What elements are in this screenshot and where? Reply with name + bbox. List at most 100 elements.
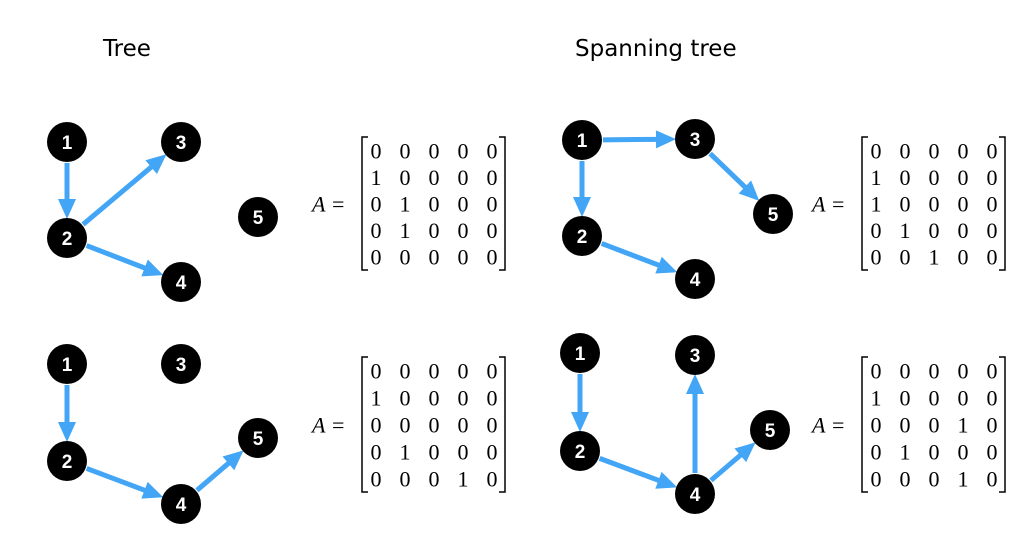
right-bracket bbox=[999, 356, 1006, 493]
edge-line bbox=[600, 241, 662, 269]
matrix-cell: 0 bbox=[871, 440, 882, 465]
matrix-cell: 0 bbox=[900, 138, 911, 163]
matrix-cell: 0 bbox=[958, 165, 969, 190]
matrix-cell: 0 bbox=[458, 245, 469, 270]
arrowhead-icon bbox=[58, 199, 76, 219]
arrowhead-icon bbox=[141, 481, 164, 499]
matrix-cell: 0 bbox=[429, 467, 440, 492]
node-circle bbox=[750, 410, 790, 450]
edge-1-2 bbox=[571, 374, 589, 432]
matrix-cell: 1 bbox=[871, 165, 882, 190]
node-circle bbox=[161, 262, 201, 302]
node-3: 3 bbox=[161, 344, 201, 384]
matrix-cell: 0 bbox=[987, 413, 998, 438]
matrix-cell: 0 bbox=[371, 218, 382, 243]
matrix-cell: 0 bbox=[929, 192, 940, 217]
arrowhead-icon bbox=[222, 450, 244, 471]
matrix-cell: 0 bbox=[400, 413, 411, 438]
edges bbox=[58, 154, 167, 277]
node-2: 2 bbox=[560, 431, 600, 471]
matrix-cell: 0 bbox=[929, 440, 940, 465]
matrix-cell: 0 bbox=[487, 138, 498, 163]
matrix-cell: 0 bbox=[871, 218, 882, 243]
matrix-cell: 0 bbox=[929, 165, 940, 190]
edges bbox=[573, 130, 760, 274]
spanning-tree-title: Spanning tree bbox=[575, 36, 737, 62]
matrix-cell: 0 bbox=[487, 413, 498, 438]
edge-1-2 bbox=[573, 161, 591, 217]
node-label: 2 bbox=[577, 227, 588, 248]
node-circle bbox=[47, 122, 87, 162]
matrix-cell: 0 bbox=[987, 192, 998, 217]
matrix-cell: 0 bbox=[429, 440, 440, 465]
matrix-cell: 0 bbox=[429, 386, 440, 411]
arrowhead-icon bbox=[686, 374, 704, 394]
matrix-cell: 0 bbox=[987, 467, 998, 492]
matrix-cell: 1 bbox=[371, 165, 382, 190]
edge-line bbox=[709, 452, 744, 483]
node-2: 2 bbox=[562, 216, 602, 256]
node-label: 4 bbox=[176, 495, 187, 516]
edge-2-4 bbox=[598, 456, 678, 489]
node-circle bbox=[161, 484, 201, 524]
tree-title: Tree bbox=[102, 36, 151, 62]
arrowhead-icon bbox=[655, 256, 678, 274]
node-1: 1 bbox=[47, 122, 87, 162]
node-label: 5 bbox=[253, 208, 264, 229]
node-circle bbox=[560, 431, 600, 471]
node-circle bbox=[675, 335, 715, 375]
matrix-cell: 0 bbox=[400, 165, 411, 190]
matrix-cell: 1 bbox=[871, 386, 882, 411]
node-circle bbox=[238, 418, 278, 458]
matrix-cell: 1 bbox=[400, 218, 411, 243]
node-4: 4 bbox=[675, 474, 715, 514]
matrix-cell: 0 bbox=[400, 359, 411, 384]
node-circle bbox=[47, 441, 87, 481]
matrix-cell: 0 bbox=[371, 245, 382, 270]
arrowhead-icon bbox=[655, 471, 678, 489]
matrix-cell: 0 bbox=[487, 192, 498, 217]
matrix-cell: 1 bbox=[871, 192, 882, 217]
matrix-cell: 0 bbox=[429, 218, 440, 243]
matrix-cell: 1 bbox=[900, 218, 911, 243]
arrowhead-icon bbox=[573, 197, 591, 217]
edge-1-3 bbox=[602, 130, 677, 149]
edge-2-4 bbox=[85, 243, 164, 277]
node-circle bbox=[675, 259, 715, 299]
arrowhead-icon bbox=[145, 154, 167, 175]
matrix-cell: 1 bbox=[400, 192, 411, 217]
matrix-cell: 0 bbox=[371, 138, 382, 163]
edge-4-5 bbox=[195, 450, 244, 493]
arrowhead-icon bbox=[58, 422, 76, 442]
matrix-cell: 0 bbox=[400, 138, 411, 163]
right-bracket bbox=[499, 136, 506, 271]
matrix-cell: 0 bbox=[400, 245, 411, 270]
edge-4-3 bbox=[686, 374, 704, 473]
matrix-cell: 0 bbox=[371, 440, 382, 465]
matrix-cell: 0 bbox=[987, 218, 998, 243]
matrix-cell: 0 bbox=[929, 386, 940, 411]
matrix-cell: 0 bbox=[487, 359, 498, 384]
matrix-cell: 0 bbox=[487, 440, 498, 465]
matrix-cell: 0 bbox=[958, 245, 969, 270]
matrix-cell: 0 bbox=[929, 359, 940, 384]
matrix-cell: 0 bbox=[458, 359, 469, 384]
matrix-cell: 0 bbox=[871, 413, 882, 438]
edge-line bbox=[81, 163, 155, 227]
